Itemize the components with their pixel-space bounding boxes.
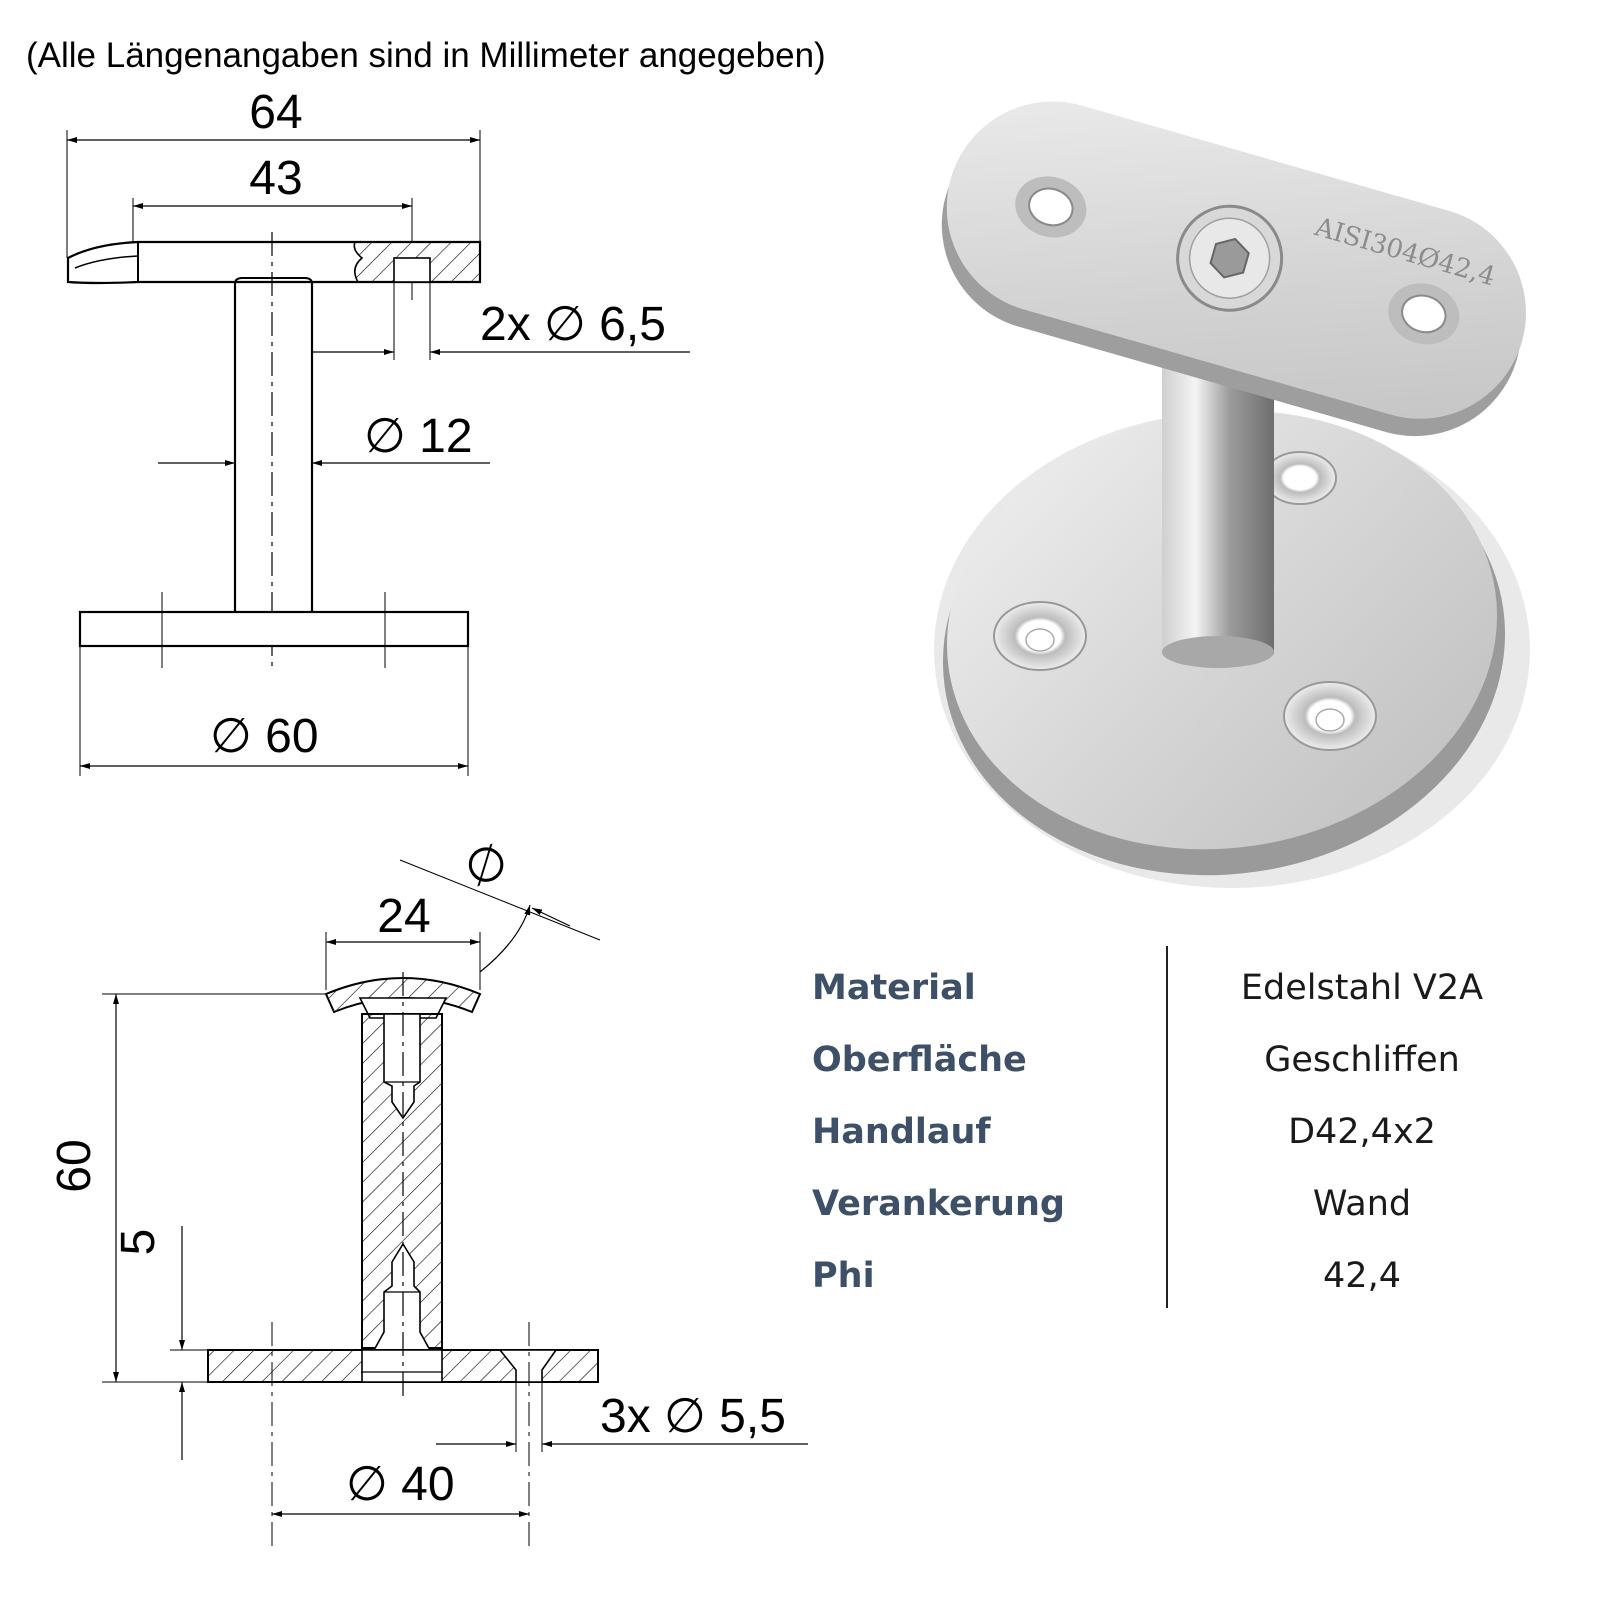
spec-label: Verankerung [812,1184,1065,1224]
spec-row-phi: Phi 42,4 [812,1256,1532,1316]
front-view-drawing [66,130,690,776]
dim-height: 60 [48,1139,101,1192]
spec-row-material: Material Edelstahl V2A [812,968,1532,1028]
dim-saddle-diameter: ∅ [457,833,516,898]
dim-plate-thickness: 5 [112,1229,165,1256]
spec-value: D42,4x2 [1288,1112,1436,1152]
spec-label: Oberfläche [812,1040,1027,1080]
spec-row-handrail: Handlauf D42,4x2 [812,1112,1532,1172]
spec-label: Material [812,968,976,1008]
spec-label: Phi [812,1256,875,1296]
units-note: (Alle Längenangaben sind in Millimeter a… [26,36,826,75]
product-photo: AISI304Ø42,4 [934,101,1530,888]
dim-base: ∅ 60 [210,710,319,763]
dim-stem: ∅ 12 [364,410,473,463]
dim-plate-holes: 3x ∅ 5,5 [600,1390,786,1443]
spec-row-anchoring: Verankerung Wand [812,1184,1532,1244]
spec-row-surface: Oberfläche Geschliffen [812,1040,1532,1100]
spec-divider [1166,946,1168,1308]
dim-saddle-width: 24 [377,890,430,943]
dim-bolt-circle: ∅ 40 [346,1458,455,1511]
spec-label: Handlauf [812,1112,991,1152]
spec-value: Edelstahl V2A [1240,968,1484,1008]
base-countersink-holes [993,451,1377,751]
dim-holes: 2x ∅ 6,5 [480,298,666,351]
dim-overall-width: 64 [249,86,302,139]
spec-value: Wand [1312,1184,1412,1224]
spec-value: Geschliffen [1264,1040,1460,1080]
spec-value: 42,4 [1323,1256,1401,1296]
section-view-drawing [102,859,808,1552]
dim-hole-spacing: 43 [249,152,302,205]
